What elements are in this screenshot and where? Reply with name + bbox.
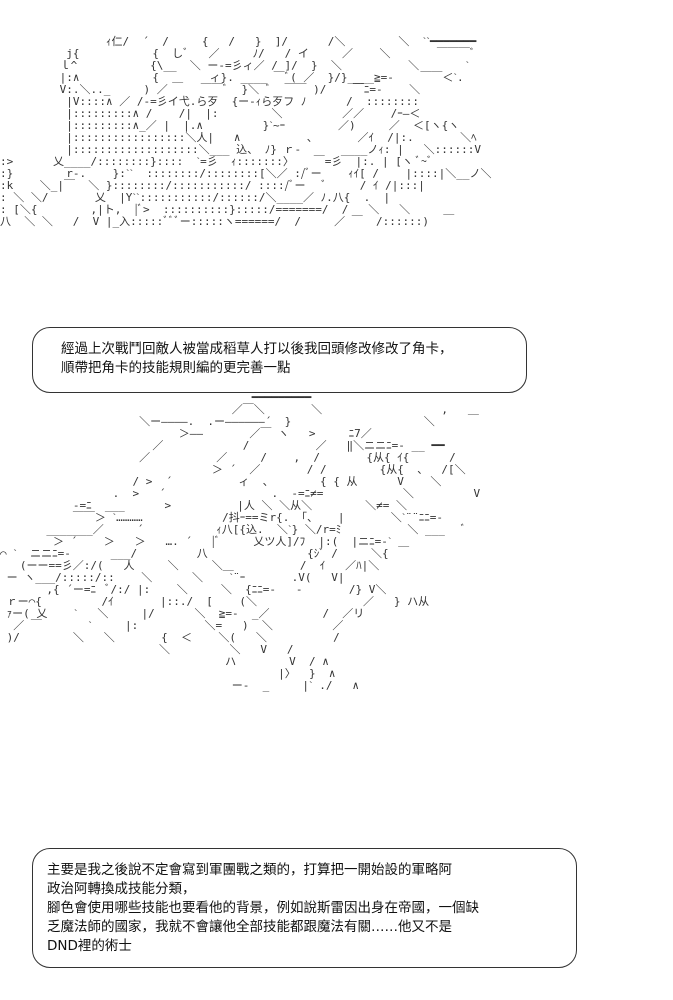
speech-line: DND裡的術士 bbox=[47, 938, 132, 954]
speech-bubble-bottom: 主要是我之後說不定會寫到軍團戰之類的，打算把一開始設的軍略阿 政治阿轉換成技能分… bbox=[32, 848, 577, 968]
speech-bubble-top: 經過上次戰鬥回敵人被當成稻草人打以後我回頭修改修改了角卡， 順帶把角卡的技能規則… bbox=[32, 327, 527, 393]
speech-bubble-top-text: 經過上次戰鬥回敵人被當成稻草人打以後我回頭修改修改了角卡， 順帶把角卡的技能規則… bbox=[61, 340, 526, 378]
speech-line: 政治阿轉換成技能分類， bbox=[47, 881, 196, 897]
speech-line: 經過上次戰鬥回敵人被當成稻草人打以後我回頭修改修改了角卡， bbox=[61, 341, 453, 357]
speech-line: 順帶把角卡的技能規則編的更完善一點 bbox=[61, 360, 291, 376]
ascii-art-character-top: ｨ仁/ ´ / { / } ]/ /＼ ＼ ˋˋ━━━━━━━ j{ { しﾞ … bbox=[0, 35, 492, 228]
ascii-art-character-bottom: ━━━━━━━━━ ／￣＼ ＼ , ＿ ＼ー――――. .ー――――――´ } … bbox=[0, 391, 481, 692]
speech-line: 主要是我之後說不定會寫到軍團戰之類的，打算把一開始設的軍略阿 bbox=[47, 862, 452, 878]
speech-line: 腳色會使用哪些技能也要看他的背景，例如說斯雷因出身在帝國，一個缺 bbox=[47, 900, 479, 916]
speech-bubble-bottom-text: 主要是我之後說不定會寫到軍團戰之類的，打算把一開始設的軍略阿 政治阿轉換成技能分… bbox=[47, 861, 576, 956]
speech-line: 乏魔法師的國家，我就不會讓他全部技能都跟魔法有關……他又不是 bbox=[47, 919, 452, 935]
